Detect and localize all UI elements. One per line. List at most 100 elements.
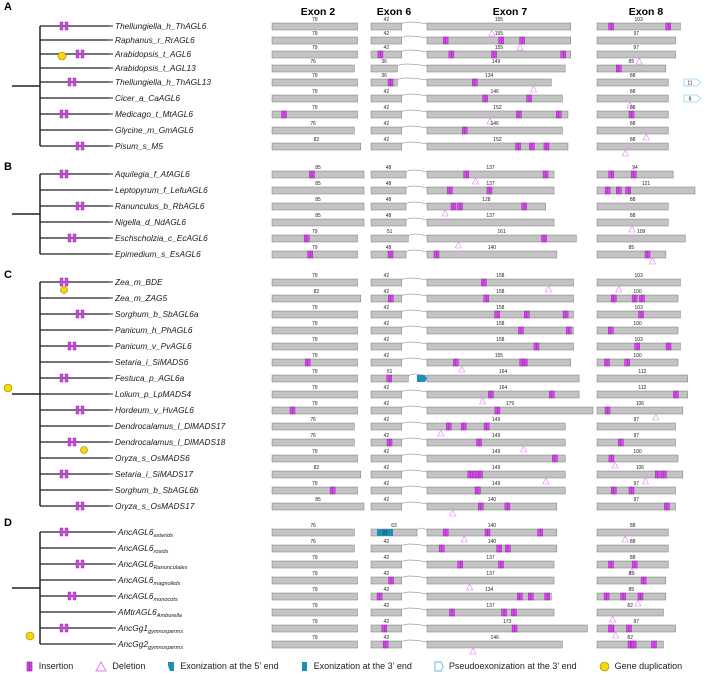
exon-bar — [426, 278, 574, 287]
pseudoexonization-swatch — [434, 661, 444, 671]
deletion-mark — [488, 29, 496, 37]
exonization-mark — [417, 375, 427, 382]
exon-length: 149 — [492, 433, 501, 439]
legend-exonization-3-label: Exonization at the 3’ end — [313, 661, 412, 671]
exon-bar — [370, 294, 402, 303]
taxon-name: Medicago_t_MtAGL6 — [115, 109, 193, 119]
exon-bar — [426, 390, 580, 399]
exon-bar — [426, 218, 555, 227]
deletion-mark — [454, 241, 462, 249]
branch-insertion — [59, 169, 64, 179]
exon-length: 88 — [630, 555, 636, 561]
duplication-node — [80, 446, 88, 454]
branch-insertion — [67, 341, 72, 351]
exon-bar — [271, 250, 358, 259]
exon-length: 85 — [315, 181, 321, 187]
duplication-node — [57, 51, 67, 61]
intron-connector — [401, 341, 428, 345]
exon-length: 88 — [630, 539, 636, 545]
exon-bar — [426, 234, 577, 243]
exon-length: 42 — [384, 481, 390, 487]
exon-bar — [426, 94, 563, 103]
intron-connector — [401, 141, 428, 145]
intron-connector — [401, 277, 428, 281]
deletion-mark — [449, 509, 457, 517]
exon-bar — [271, 294, 362, 303]
panel-label-D: D — [4, 517, 12, 529]
exon-bar — [271, 202, 365, 211]
exon-bar — [271, 170, 365, 179]
intron-connector — [397, 63, 428, 67]
exon-length: 48 — [386, 181, 392, 187]
exon-bar — [271, 218, 365, 227]
exon-length: 42 — [384, 17, 390, 23]
exon-bar — [370, 560, 402, 569]
exon-bar — [271, 94, 358, 103]
exon-length: 149 — [492, 59, 501, 65]
deletion-mark — [486, 117, 494, 125]
exon-length: 88 — [630, 523, 636, 529]
deletion-mark — [621, 535, 629, 543]
deletion-mark — [437, 429, 445, 437]
branch-insertion — [59, 109, 64, 119]
exon-bar — [370, 94, 402, 103]
exon-length: 97 — [633, 45, 639, 51]
taxon-label: Glycine_m_GmAGL6 — [115, 125, 194, 135]
exon-bar — [271, 528, 355, 537]
taxon-label: AncGg2gymnosperms — [117, 639, 183, 651]
exon-length: 42 — [384, 89, 390, 95]
taxon-subscript: monocots — [154, 597, 178, 603]
exon-length: 149 — [492, 449, 501, 455]
deletion-mark — [642, 133, 650, 141]
taxon-name: Sorghum_b_SbAGL6a — [115, 309, 199, 319]
exon-bar — [596, 142, 669, 151]
taxon-label: AncAGL6magnoliids — [117, 575, 180, 587]
taxon-name: Raphanus_r_RrAGL6 — [115, 35, 195, 45]
intron-connector — [401, 469, 428, 473]
taxon-label: Dendrocalamus_l_DlMADS17 — [115, 421, 226, 431]
exon-length: 121 — [642, 181, 651, 187]
exon-bar — [370, 528, 418, 537]
exon-bar — [370, 278, 402, 287]
exon-bar — [596, 64, 667, 73]
intron-connector — [401, 93, 428, 97]
exon-bar — [596, 186, 696, 195]
deletion-mark — [621, 149, 629, 157]
duplication-swatch — [599, 661, 609, 671]
branch-insertion — [72, 591, 77, 601]
exon-bar — [426, 406, 594, 415]
exon-bar — [426, 502, 558, 511]
taxon-name: Aquilegia_f_AfAGL6 — [114, 169, 190, 179]
branch-insertion — [64, 623, 69, 633]
exon-length: 164 — [499, 385, 508, 391]
taxon-name: Leptopyrum_f_LefuAGL6 — [115, 185, 208, 195]
exon-length: 42 — [384, 337, 390, 343]
exon-bar — [426, 624, 588, 633]
exon-length: 173 — [503, 619, 512, 625]
exon-length: 42 — [384, 289, 390, 295]
exon-length: 42 — [384, 321, 390, 327]
exon-bar — [426, 544, 558, 553]
legend-exonization-5-label: Exonization at the 5’ end — [180, 661, 279, 671]
legend-deletion-label: Deletion — [112, 661, 146, 671]
branch-insertion — [59, 277, 64, 287]
taxon-label: Dendrocalamus_l_DlMADS18 — [115, 437, 226, 447]
intron-connector — [401, 35, 428, 39]
exon-length: 137 — [486, 571, 495, 577]
legend-insertion-label: Insertion — [38, 661, 74, 671]
exon-bar — [370, 78, 398, 87]
exon-bar — [596, 374, 688, 383]
exon-length: 79 — [312, 369, 318, 375]
exon-bar — [426, 170, 555, 179]
exon-bar — [271, 560, 358, 569]
exon-bar — [426, 342, 574, 351]
intron-connector — [408, 233, 428, 237]
exon-length: 76 — [310, 417, 316, 423]
exon-bar — [370, 202, 407, 211]
branch-insertion — [64, 169, 69, 179]
exon-length: 85 — [315, 197, 321, 203]
exon-length: 79 — [312, 635, 318, 641]
taxon-name: Eschscholzia_c_EcAGL6 — [115, 233, 208, 243]
exon-bar — [370, 326, 402, 335]
